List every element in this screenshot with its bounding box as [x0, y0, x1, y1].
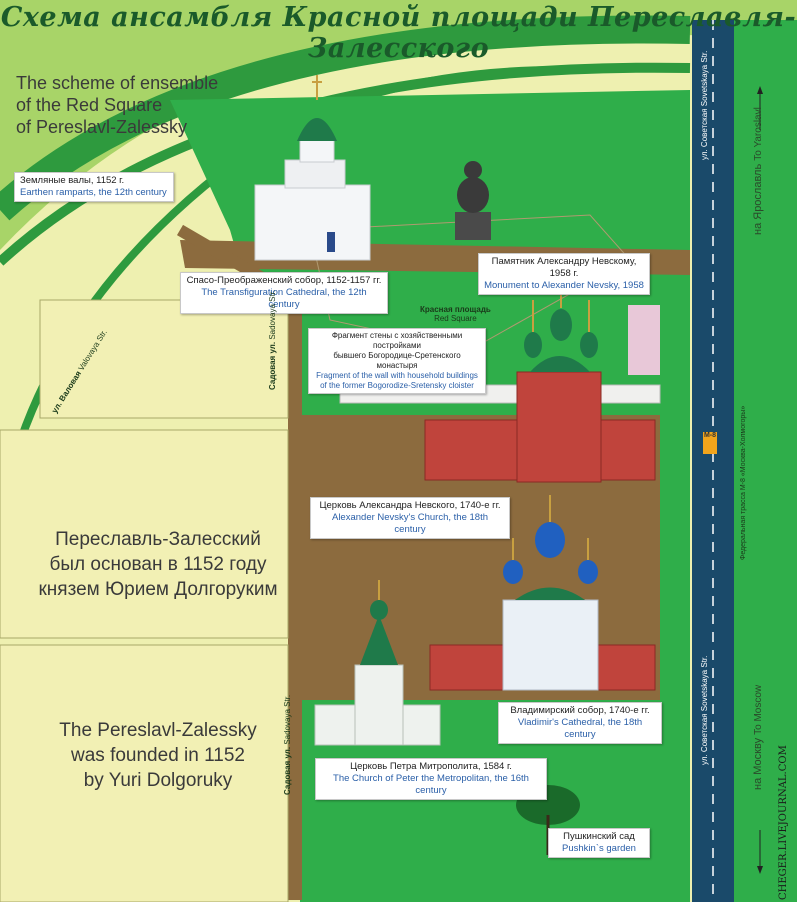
vladimir-cathedral-icon: [429, 495, 656, 691]
label-wall-en-2: of the former Bogorodize-Sretensky clois…: [320, 381, 474, 390]
label-wall-ru-2: бывшего Богородице-Сретенского монастыря: [333, 351, 461, 370]
founded-caption-ru: Переславль-Залесский был основан в 1152 …: [28, 527, 288, 602]
roadside-grass: [734, 20, 797, 902]
label-wall-fragment: Фрагмент стены с хозяйственными постройк…: [308, 328, 486, 394]
path-sadovaya: [288, 300, 302, 900]
label-peter-en: The Church of Peter the Metropolitan, th…: [333, 773, 529, 796]
sadovaya-ru-bottom: Садовая ул.: [283, 746, 292, 795]
label-wall-ru-1: Фрагмент стены с хозяйственными постройк…: [331, 331, 463, 350]
founded-en-line-1: The Pereslavl-Zalessky: [59, 720, 257, 741]
label-nevsky-monument-en: Monument to Alexander Nevsky, 1958: [484, 280, 644, 291]
sovetskaya-en-top: Sovetskaya Str.: [700, 50, 709, 107]
scheme-line-1: The scheme of ensemble: [16, 73, 219, 93]
red-square-label: Красная площадь Red Square: [420, 305, 491, 323]
label-nevsky-church-en: Alexander Nevsky's Church, the 18th cent…: [331, 512, 488, 535]
scheme-caption: The scheme of ensemble of the Red Square…: [16, 72, 218, 138]
sadovaya-en-bottom: Sadovaya Str.: [283, 694, 292, 745]
label-ramparts-ru: Земляные валы, 1152 г.: [20, 175, 125, 186]
label-pushkin-en: Pushkin`s garden: [562, 843, 636, 854]
founded-ru-line-2: был основан в 1152 году: [49, 554, 267, 575]
label-nevsky-church: Церковь Александра Невского, 1740-е гг. …: [310, 497, 510, 539]
m8-badge: М-8: [703, 432, 717, 454]
founded-en-line-2: was founded in 1152: [71, 745, 245, 766]
label-peter-ru: Церковь Петра Митрополита, 1584 г.: [350, 761, 512, 772]
label-transfiguration-en: The Transfiguration Cathedral, the 12th …: [201, 287, 367, 310]
nevsky-church-icon: [424, 288, 656, 483]
scheme-line-2: of the Red Square: [16, 95, 163, 115]
label-vladimir-cathedral: Владимирский собор, 1740-е гг. Vladimir'…: [498, 702, 662, 744]
yaroslavl-en: To Yaroslavl: [753, 107, 764, 161]
arrow-south-head-icon: [757, 866, 763, 874]
transfiguration-cathedral-icon: [254, 75, 371, 261]
label-nevsky-monument-ru: Памятник Александру Невскому, 1958 г.: [491, 256, 637, 279]
sovetskaya-en-bottom: Sovetskaya Str.: [700, 655, 709, 712]
label-nevsky-monument: Памятник Александру Невскому, 1958 г. Mo…: [478, 253, 650, 295]
label-vladimir-en: Vladimir's Cathedral, the 18th century: [517, 717, 643, 740]
label-pushkin-ru: Пушкинский сад: [563, 831, 635, 842]
moscow-ru: на Москву: [752, 737, 764, 790]
watermark: CHEGER.LIVEJOURNAL.COM: [778, 745, 789, 900]
field-block-3: [0, 644, 289, 902]
wall-fragment-icon: [339, 305, 661, 404]
founded-ru-line-1: Переславль-Залесский: [55, 529, 261, 550]
founded-en-line-3: by Yuri Dolgoruky: [83, 770, 233, 791]
label-ramparts-en: Earthen ramparts, the 12th century: [20, 187, 167, 198]
peter-church-icon: [314, 580, 441, 746]
sovetskaya-ru-top: ул. Советская: [700, 108, 709, 160]
scheme-line-3: of Pereslavl-Zalessky: [16, 117, 188, 137]
label-vladimir-ru: Владимирский собор, 1740-е гг.: [510, 705, 650, 716]
founded-ru-line-3: князем Юрием Долгоруким: [38, 579, 278, 600]
sovetskaya-ru-bottom: ул. Советская: [700, 713, 709, 765]
nevsky-monument-icon: [455, 161, 491, 240]
field-block-1: [39, 299, 289, 419]
red-square-ru: Красная площадь: [420, 305, 491, 314]
founded-caption-en: The Pereslavl-Zalessky was founded in 11…: [28, 718, 288, 793]
map-title: Схема ансамбля Красной площади Переславл…: [0, 2, 797, 64]
sadovaya-en-top: Sadovaya Str.: [268, 289, 277, 340]
street-sovetskaya-bottom: ул. Советская Sovetskaya Str.: [700, 656, 709, 765]
label-peter-church: Церковь Петра Митрополита, 1584 г. The C…: [315, 758, 547, 800]
label-ramparts: Земляные валы, 1152 г. Earthen ramparts,…: [14, 172, 174, 202]
field-block-2: [0, 429, 289, 639]
label-transfiguration: Спасо-Преображенский собор, 1152-1157 гг…: [180, 272, 388, 314]
label-transfiguration-ru: Спасо-Преображенский собор, 1152-1157 гг…: [186, 275, 382, 286]
arrow-north-head-icon: [757, 86, 763, 94]
direction-moscow: на Москву To Moscow: [752, 685, 764, 790]
rampart-arc-outer: [0, 15, 691, 221]
red-square-en: Red Square: [434, 314, 477, 323]
label-wall-en-1: Fragment of the wall with household buil…: [316, 371, 478, 380]
label-nevsky-church-ru: Церковь Александра Невского, 1740-е гг.: [319, 500, 501, 511]
yaroslavl-ru: на Ярославль: [752, 163, 764, 235]
highway-label: Федеральная трасса М-8 «Москва-Холмогоры…: [740, 405, 747, 560]
street-sadovaya-top: Садовая ул. Sadovaya Str.: [268, 290, 277, 390]
street-sovetskaya-top: ул. Советская Sovetskaya Str.: [700, 51, 709, 160]
label-pushkin-garden: Пушкинский сад Pushkin`s garden: [548, 828, 650, 858]
direction-yaroslavl: на Ярославль To Yaroslavl: [752, 107, 764, 235]
moscow-en: To Moscow: [753, 684, 764, 735]
street-sadovaya-bottom: Садовая ул. Sadovaya Str.: [283, 695, 292, 795]
sadovaya-ru-top: Садовая ул.: [268, 341, 277, 390]
